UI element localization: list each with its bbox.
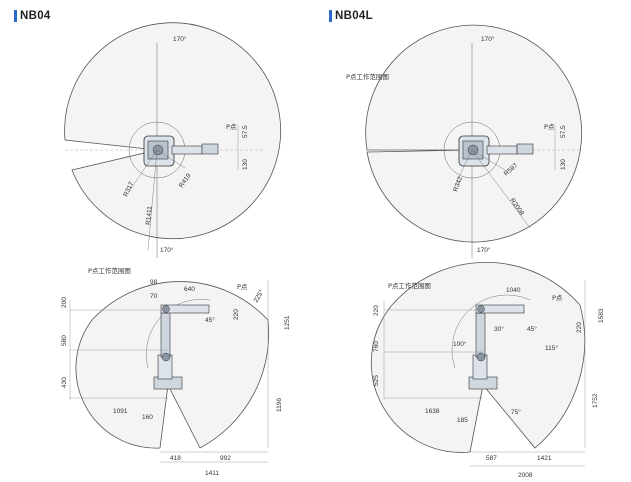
nb04-side-d418: 418 <box>170 455 181 462</box>
nb04l-top-radius-line <box>471 149 531 229</box>
title-accent-bar <box>329 10 332 22</box>
nb04l-side-d1752: 1752 <box>592 393 599 408</box>
nb04l-top-work-envelope <box>365 24 583 243</box>
nb04l-side-d220r: 220 <box>576 322 583 333</box>
nb04l-top-angle-top: 170° <box>481 35 495 43</box>
nb04l-side-d185: 185 <box>457 417 468 424</box>
nb04-side-d98: 98 <box>150 279 158 286</box>
nb04l-side-d1040: 1040 <box>506 287 521 294</box>
nb04-top-view: 170° 170° P点 57.5 130 R317 R419 R1411 <box>64 22 281 258</box>
nb04-side-p-point: P点 <box>237 283 248 291</box>
model-title-text: NB04L <box>335 10 373 22</box>
nb04l-side-a100: 100° <box>453 340 467 348</box>
nb04l-side-a45: 45° <box>527 325 537 333</box>
nb04l-side-d1638: 1638 <box>425 408 440 415</box>
nb04l-side-a75: 75° <box>511 408 521 416</box>
nb04l-side-d1583: 1583 <box>598 308 605 323</box>
nb04-top-p-point: P点 <box>226 123 237 131</box>
nb04l-side-d587: 587 <box>486 455 497 462</box>
model-title-text: NB04 <box>20 10 51 22</box>
nb04-side-d430: 430 <box>61 377 68 388</box>
nb04l-side-d220: 220 <box>373 305 380 316</box>
nb04-top-r1411: R1411 <box>145 206 154 226</box>
model-title-nb04l: NB04L <box>329 10 373 22</box>
nb04l-top-work-range-label: P点工作范围图 <box>346 72 389 81</box>
nb04-side-inner-envelope <box>146 299 211 369</box>
nb04-top-dim-575: 57.5 <box>242 125 249 138</box>
nb04l-side-d760: 760 <box>373 341 380 352</box>
nb04l-side-d1421: 1421 <box>537 455 552 462</box>
nb04l-side-d525: 525 <box>373 375 380 386</box>
nb04l-side-a115: 115° <box>545 344 558 352</box>
nb04l-top-radius-line <box>454 149 473 186</box>
nb04-side-d70: 70 <box>150 293 158 300</box>
nb04-side-d1251: 1251 <box>284 315 291 330</box>
nb04-top-work-envelope <box>64 22 281 240</box>
nb04l-top-angle-bottom: 170° <box>477 246 491 254</box>
nb04-side-d200: 200 <box>61 297 68 308</box>
nb04-side-d992: 992 <box>220 455 231 462</box>
nb04-side-d1411: 1411 <box>205 470 219 477</box>
nb04l-side-d2008: 2008 <box>518 472 533 479</box>
nb04-top-radius-line <box>156 149 186 169</box>
nb04l-top-dim-575: 57.5 <box>560 125 567 138</box>
nb04-side-work-range-label: P点工作范围图 <box>88 266 131 275</box>
title-accent-bar <box>14 10 17 22</box>
nb04-side-d640: 640 <box>184 286 195 293</box>
nb04l-side-inner-envelope <box>451 294 531 369</box>
nb04-side-d160: 160 <box>142 414 153 421</box>
nb04-side-d580: 580 <box>61 335 68 346</box>
nb04-side-view: P点工作范围图 P点 98 70 640 200 580 430 1091 16… <box>61 266 291 477</box>
nb04-top-radius-line <box>147 149 158 251</box>
model-title-nb04: NB04 <box>14 10 51 22</box>
nb04-side-d1091: 1091 <box>113 408 128 415</box>
nb04-side-d220: 220 <box>233 309 240 320</box>
nb04l-top-view: 170° 170° P点工作范围图 P点 57.5 130 R342 R597 … <box>346 24 583 258</box>
nb04l-side-work-range-label: P点工作范围图 <box>388 281 431 290</box>
nb04-top-angle-bottom: 170° <box>160 246 174 254</box>
nb04-side-a45: 45° <box>205 316 215 324</box>
nb04l-side-p-point: P点 <box>552 294 563 302</box>
nb04-side-a225: 225° <box>252 288 266 304</box>
nb04-top-angle-top: 170° <box>173 35 187 43</box>
nb04l-top-dim-130: 130 <box>560 159 567 170</box>
nb04l-top-radius-line <box>471 149 506 171</box>
nb04-top-dim-130: 130 <box>242 159 249 170</box>
nb04-top-radius-line <box>129 149 158 191</box>
nb04-side-d1196: 1196 <box>276 398 283 412</box>
nb04l-side-view: P点工作范围图 P点 1040 220 760 525 1638 185 587… <box>370 262 605 479</box>
nb04l-side-a30: 30° <box>494 325 504 333</box>
nb04l-top-p-point: P点 <box>544 123 555 131</box>
